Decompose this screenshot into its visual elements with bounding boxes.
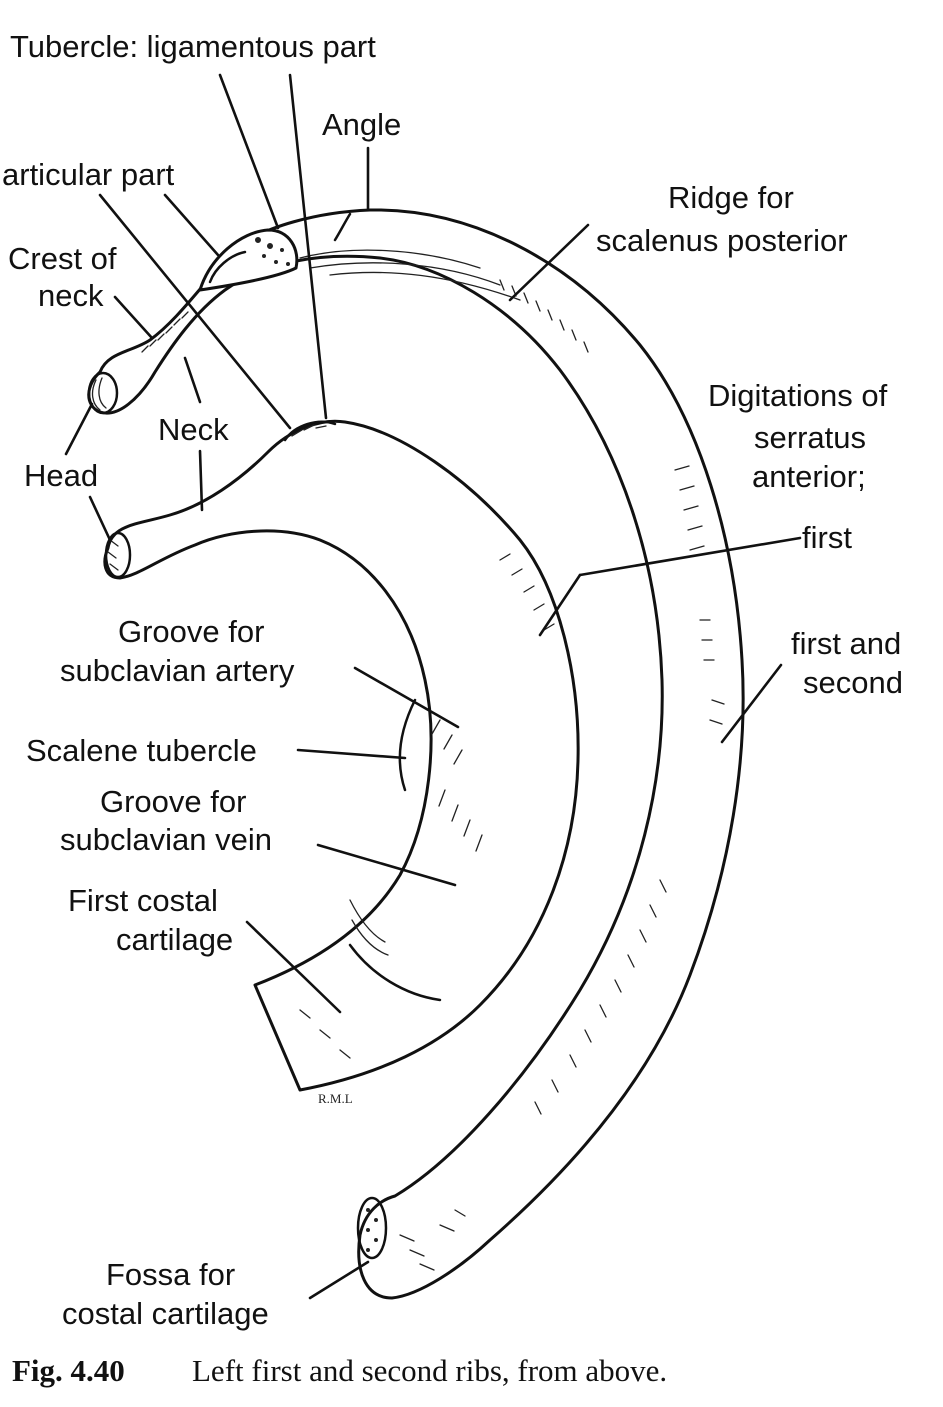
label-groove-artery-line2: subclavian artery — [60, 653, 295, 688]
label-articular-part: articular part — [2, 157, 175, 192]
label-fossa-line1: Fossa for — [106, 1257, 235, 1292]
label-angle: Angle — [322, 107, 401, 142]
first-rib — [103, 419, 580, 1092]
label-head: Head — [24, 458, 98, 493]
label-ridge-line1: Ridge for — [668, 180, 794, 215]
label-neck: Neck — [158, 412, 229, 447]
caption-text: Left first and second ribs, from above. — [192, 1353, 667, 1388]
label-ridge-line2: scalenus posterior — [596, 223, 848, 258]
label-tubercle-ligamentous: Tubercle: ligamentous part — [10, 29, 376, 64]
label-fossa-line2: costal cartilage — [62, 1296, 269, 1331]
label-first-costal-line2: cartilage — [116, 922, 233, 957]
label-digitations-line3: anterior; — [752, 459, 866, 494]
second-rib — [87, 208, 745, 1300]
caption-number: Fig. 4.40 — [12, 1353, 125, 1388]
label-scalene-tubercle: Scalene tubercle — [26, 733, 257, 768]
label-crest-line1: Crest of — [8, 241, 117, 276]
label-groove-artery-line1: Groove for — [118, 614, 264, 649]
label-first-and-line1: first and — [791, 626, 901, 661]
label-first-costal-line1: First costal — [68, 883, 218, 918]
label-digitations-line2: serratus — [754, 420, 866, 455]
label-groove-vein-line2: subclavian vein — [60, 822, 272, 857]
figure-caption: Fig. 4.40 Left first and second ribs, fr… — [12, 1353, 667, 1388]
label-groove-vein-line1: Groove for — [100, 784, 246, 819]
label-first: first — [802, 520, 852, 555]
label-first-and-line2: second — [803, 665, 903, 700]
artist-signature: R.M.L — [318, 1091, 353, 1106]
leader-lines — [64, 73, 802, 1300]
label-digitations-line1: Digitations of — [708, 378, 888, 413]
label-crest-line2: neck — [38, 278, 104, 313]
labels: Tubercle: ligamentous part Angle articul… — [2, 29, 903, 1331]
